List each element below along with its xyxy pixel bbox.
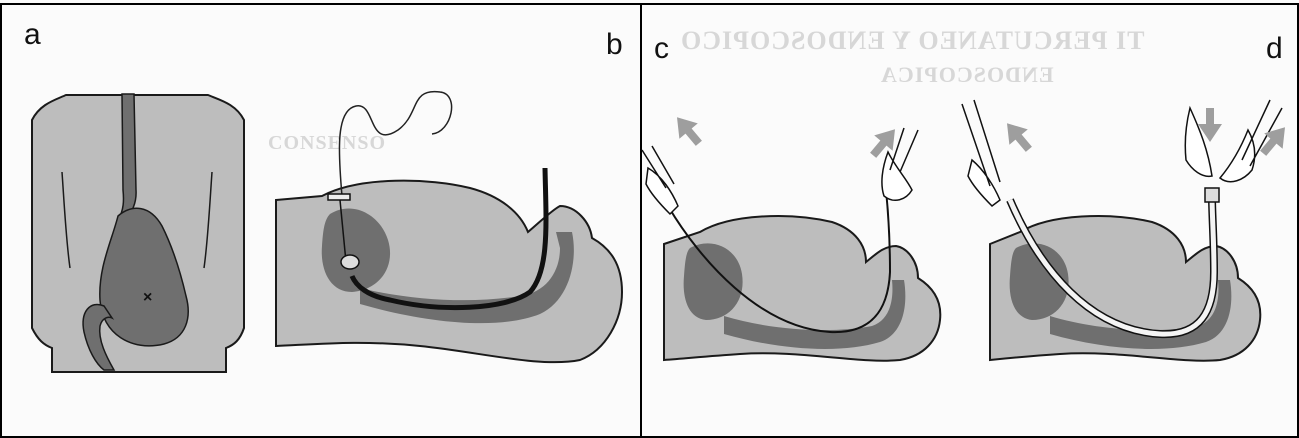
snare-loop [341, 255, 359, 269]
puncture-site-marker: × [143, 289, 152, 306]
arrow-up-right-icon [1254, 120, 1294, 161]
hand-left-d [962, 100, 1000, 206]
hand-left-c [642, 146, 678, 214]
panel-label-d: d [1266, 34, 1283, 64]
puncture-cannula [328, 194, 350, 200]
panel-b-endoscope-diagram [276, 92, 622, 363]
panel-label-b: b [606, 30, 623, 60]
tube-connector [1205, 188, 1219, 202]
panel-label-c: c [654, 34, 669, 64]
panel-a-torso-diagram: × [32, 94, 244, 372]
panel-c-pull-diagram [642, 128, 940, 361]
arrow-up-right-icon [864, 122, 904, 163]
arrow-up-left-icon [998, 116, 1038, 157]
panel-label-a: a [24, 20, 41, 50]
arrow-up-left-icon [668, 110, 708, 151]
